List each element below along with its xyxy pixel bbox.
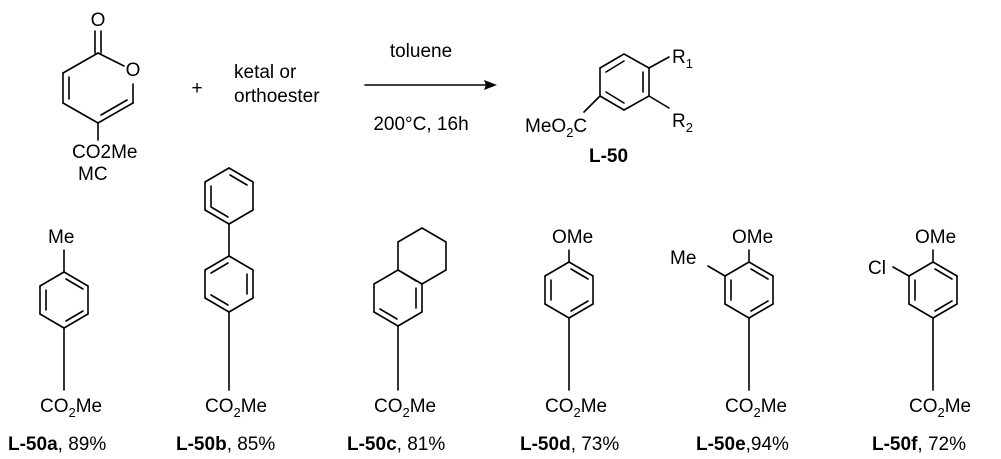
top-group: OMe: [552, 227, 593, 248]
example-l50a: Me CO2Me L-50a, 89%: [8, 227, 106, 455]
plus-sign: +: [191, 78, 202, 99]
ester-group: CO2Me: [909, 396, 971, 420]
example-l50b: CO2Me L-50b, 85%: [176, 167, 275, 455]
ester-group: CO2Me: [545, 396, 607, 420]
reagent-line-1: ketal or: [234, 62, 297, 83]
product-r1: R1: [672, 47, 693, 71]
product-r2: R2: [672, 111, 693, 135]
conditions-temperature-time: 200°C, 16h: [373, 114, 468, 135]
caption: L-50a, 89%: [8, 434, 106, 455]
caption: L-50f, 72%: [872, 434, 966, 455]
methyl-coumalate-structure: O O CO2Me MC: [62, 10, 141, 185]
top-group: Me: [48, 227, 74, 248]
mc-label: MC: [78, 164, 108, 185]
example-l50d: OMe CO2Me L-50d, 73%: [520, 227, 619, 455]
mc-ester-group: CO2Me: [72, 142, 137, 163]
side-group: Me: [670, 248, 696, 269]
carbonyl-oxygen: O: [91, 10, 106, 31]
example-l50e: OMe Me CO2Me L-50e,94%: [670, 227, 789, 455]
ester-group: CO2Me: [205, 396, 267, 420]
example-l50f: OMe Cl CO2Me L-50f, 72%: [868, 227, 971, 455]
reaction-arrow: [364, 80, 497, 90]
reagent-line-2: orthoester: [234, 86, 320, 107]
caption: L-50e,94%: [696, 434, 789, 455]
top-group: OMe: [732, 227, 773, 248]
caption: L-50d, 73%: [520, 434, 619, 455]
product-label: L-50: [589, 146, 628, 167]
product-ester: MeO2C: [525, 116, 587, 140]
side-group: Cl: [868, 258, 886, 279]
caption: L-50c, 81%: [347, 434, 445, 455]
caption: L-50b, 85%: [176, 434, 275, 455]
conditions-solvent: toluene: [390, 41, 452, 62]
ester-group: CO2Me: [374, 396, 436, 420]
ester-group: CO2Me: [725, 396, 787, 420]
ester-group: CO2Me: [40, 396, 102, 420]
top-group: OMe: [915, 227, 956, 248]
product-l50-structure: R1 MeO2C R2 L-50: [525, 47, 693, 167]
example-l50c: CO2Me L-50c, 81%: [347, 227, 447, 455]
ring-oxygen: O: [126, 60, 141, 81]
